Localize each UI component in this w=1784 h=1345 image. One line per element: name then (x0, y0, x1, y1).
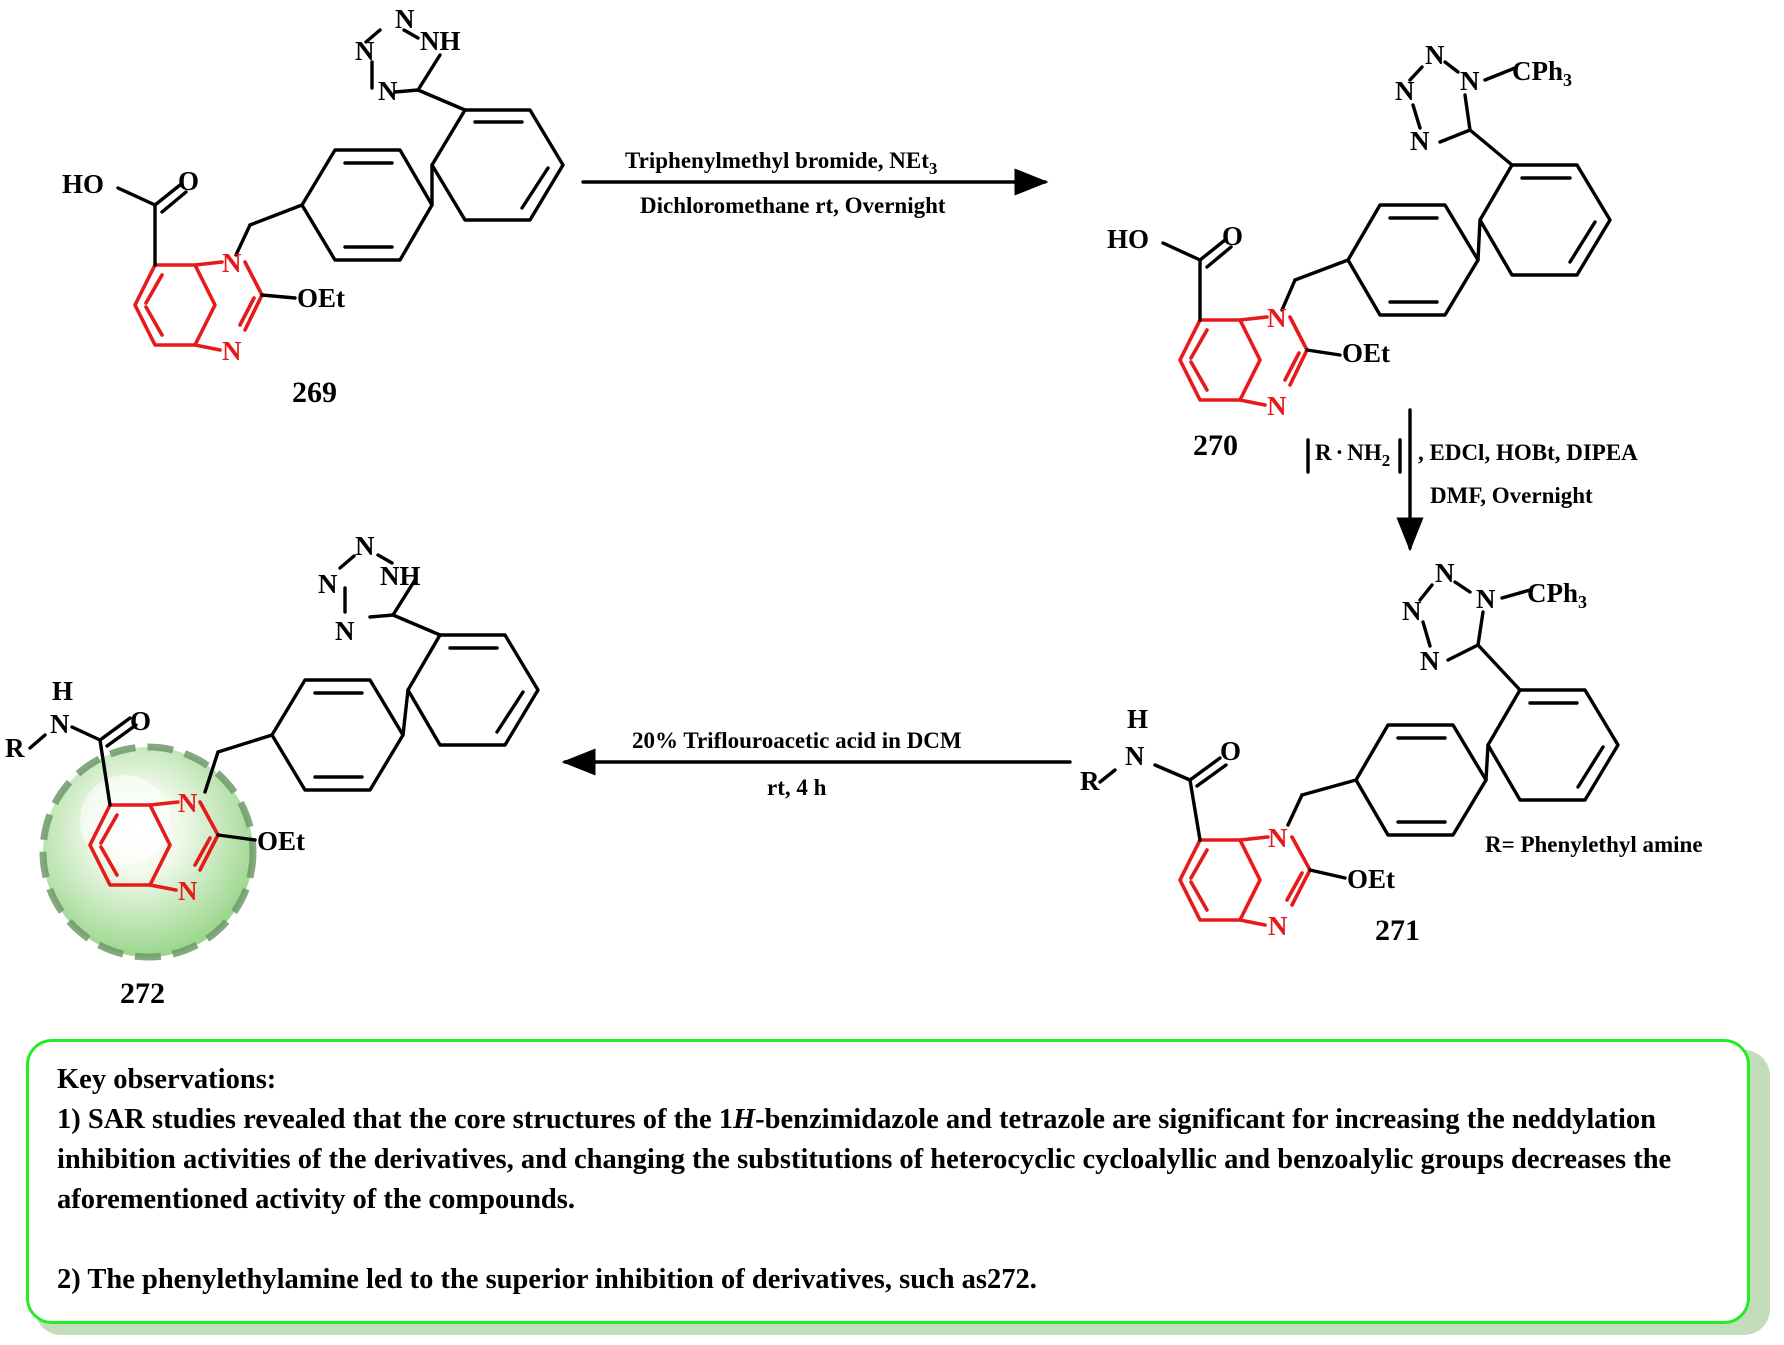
observation-item-1: 1) SAR studies revealed that the core st… (57, 1104, 1672, 1215)
key-observations-box: Key observations: 1) SAR studies reveale… (26, 1039, 1750, 1324)
atom-n: N (1476, 584, 1496, 614)
ethoxy-group: OEt (1342, 338, 1390, 368)
compound-label-269: 269 (292, 376, 337, 409)
compound-label-270: 270 (1193, 429, 1238, 462)
atom-n: N (178, 876, 198, 906)
atom-n: N (1460, 66, 1480, 96)
tetrazole-ring: N N N N CPh3 (1395, 40, 1572, 156)
benzene-ring-upper (1478, 163, 1612, 277)
ethoxy-group: OEt (1347, 864, 1395, 894)
atom-n: N (1267, 303, 1287, 333)
arrow-step-3: 20% Triflouroacetic acid in DCM rt, 4 h (561, 728, 1072, 800)
tetrazole-ring: N N N NH (318, 531, 421, 646)
benzene-ring-upper (406, 633, 540, 747)
atom-n: N (222, 248, 242, 278)
atom-n: N (1410, 126, 1430, 156)
benzene-ring-upper (430, 108, 565, 222)
atom-n: N (355, 531, 375, 561)
atom-n: N (1435, 558, 1455, 588)
benzene-ring-upper (1486, 688, 1620, 802)
atom-nh: NH (380, 561, 421, 591)
atom-n: N (222, 336, 242, 366)
hydroxyl-group: HO (62, 169, 104, 199)
benzimidazole-core: N N (133, 248, 264, 366)
compound-271: N N N N CPh3 N N OEt (1080, 558, 1703, 947)
amide-hydrogen: H (52, 676, 73, 706)
compound-269: N N N NH N N OEt (62, 4, 565, 409)
trityl-group: CPh3 (1512, 56, 1572, 90)
amide-hydrogen: H (1127, 704, 1148, 734)
benzimidazole-core: N N (1178, 303, 1309, 421)
arrow-step-2: R·NH2 , EDCl, HOBt, DIPEA DMF, Overnight (1306, 408, 1638, 552)
step1-conditions: Dichloromethane rt, Overnight (640, 193, 946, 218)
benzimidazole-core: N N (88, 788, 220, 906)
step2-conditions: DMF, Overnight (1430, 483, 1593, 508)
benzene-ring-middle (1346, 203, 1480, 317)
compound-label-272: 272 (120, 977, 165, 1010)
carbonyl-oxygen: O (130, 706, 151, 736)
compound-270: N N N N CPh3 N N OEt (1107, 40, 1612, 462)
arrow-step-1: Triphenylmethyl bromide, NEt3 Dichlorome… (581, 148, 1049, 218)
carbonyl-oxygen: O (1220, 736, 1241, 766)
benzimidazole-core: N N (1178, 823, 1312, 941)
tetrazole-ring: N N N NH (355, 4, 461, 106)
step2-reagents: , EDCl, HOBt, DIPEA (1418, 440, 1638, 465)
hydroxyl-group: HO (1107, 224, 1149, 254)
amide-nitrogen: N (1125, 741, 1145, 771)
benzene-ring-middle (300, 148, 434, 262)
ethoxy-group: OEt (297, 283, 345, 313)
atom-nh: NH (420, 26, 461, 56)
r-definition: R= Phenylethyl amine (1485, 832, 1703, 857)
carbonyl-oxygen: O (178, 166, 199, 196)
benzene-ring-middle (1354, 723, 1488, 837)
step2-amine: R·NH2 (1315, 440, 1390, 470)
step3-conditions: rt, 4 h (767, 775, 827, 800)
highlight-sphere (39, 743, 257, 961)
tetrazole-ring: N N N N CPh3 (1402, 558, 1587, 676)
atom-n: N (355, 36, 375, 66)
step3-reagents: 20% Triflouroacetic acid in DCM (632, 728, 962, 753)
spacer (57, 1220, 1725, 1260)
r-group: R (5, 733, 25, 763)
amide-nitrogen: N (50, 709, 70, 739)
atom-n: N (395, 4, 415, 34)
atom-n: N (1395, 76, 1415, 106)
atom-n: N (335, 616, 355, 646)
observation-item-2: 2) The phenylethylamine led to the super… (57, 1264, 1037, 1295)
observations-title: Key observations: (57, 1064, 277, 1095)
atom-n: N (1268, 911, 1288, 941)
atom-n: N (318, 569, 338, 599)
compound-label-271: 271 (1375, 914, 1420, 947)
atom-n: N (1420, 646, 1440, 676)
ethoxy-group: OEt (257, 826, 305, 856)
r-group: R (1080, 766, 1100, 796)
benzene-ring-middle (270, 678, 405, 792)
step1-reagents: Triphenylmethyl bromide, NEt3 (625, 148, 937, 178)
compound-272: N N N NH N N OEt (5, 531, 540, 1010)
atom-n: N (1402, 596, 1422, 626)
carbonyl-oxygen: O (1222, 221, 1243, 251)
atom-n: N (1268, 823, 1288, 853)
atom-n: N (1425, 40, 1445, 70)
atom-n: N (1267, 391, 1287, 421)
atom-n: N (178, 788, 198, 818)
atom-n: N (378, 76, 398, 106)
trityl-group: CPh3 (1527, 578, 1587, 612)
reaction-scheme: N N N NH N N OEt (5, 4, 1703, 1010)
